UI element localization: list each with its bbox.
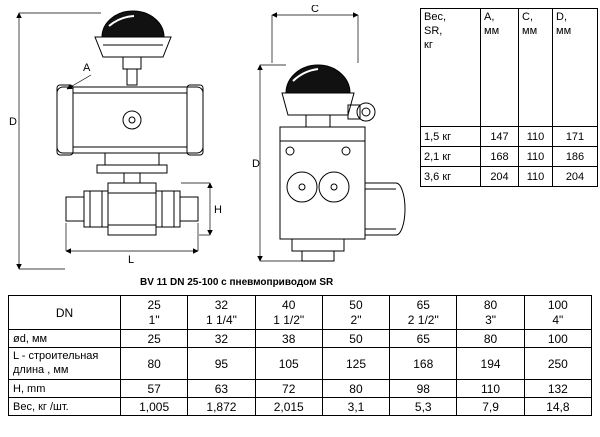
spec-row: 2,1 кг 168 110 186 [420,146,598,167]
bore-row: ød, мм 25 32 38 50 65 80 100 [8,329,593,348]
value-cell: 38 [254,329,323,348]
dim-label-d: D [9,116,17,128]
value-cell: 65 [389,329,458,348]
dimension-d-front-line [257,64,302,262]
value-cell: 2,015 [254,397,323,416]
row-label: H, mm [8,379,121,398]
dn-cell: 50 2" [321,295,391,330]
value-cell: 50 [321,329,391,348]
spec-cell-weight: 2,1 кг [420,146,481,167]
spec-cell-d: 186 [552,146,598,167]
weight-row: Вес, кг /шт. 1,005 1,872 2,015 3,1 5,3 7… [8,397,593,416]
value-cell: 5,3 [389,397,458,416]
value-cell: 32 [187,329,256,348]
dn-cell: 32 1 1/4" [187,295,256,330]
value-cell: 132 [523,379,593,398]
row-label: L - строительная длина , мм [8,347,121,380]
spec-cell-a: 147 [480,126,519,147]
dimension-d-line [16,12,101,270]
dimensions-table: DN 25 1" 32 1 1/4" 40 1 1/2" 50 2" 65 2 … [8,295,593,416]
value-cell: 95 [187,347,256,380]
spec-header-c: C, мм [518,8,553,127]
spec-header-row: Вес, SR, кг A, мм C, мм D, мм [420,8,598,127]
valve-side-view-drawing: D A H L [9,10,222,270]
ball-valve-body [65,182,199,236]
spec-row: 1,5 кг 147 110 171 [420,126,598,147]
dn-row-label: DN [8,295,121,330]
dn-cell: 25 1" [119,295,189,330]
value-cell: 100 [523,329,593,348]
valve-front-view-drawing: C D [252,5,406,262]
spec-header-d: D, мм [552,8,598,127]
value-cell: 25 [119,329,189,348]
spec-cell-weight: 1,5 кг [420,126,481,147]
spec-row: 3,6 кг 204 110 204 [420,166,598,187]
limit-switch-dome [94,10,172,86]
spec-cell-c: 110 [518,146,553,167]
spec-cell-weight: 3,6 кг [420,166,481,187]
dim-label-d-front: D [252,158,260,170]
mounting-bracket [96,153,168,184]
value-cell: 72 [254,379,323,398]
actuator-spec-table: Вес, SR, кг A, мм C, мм D, мм 1,5 кг 147… [420,8,598,187]
dim-label-l: L [128,254,134,266]
value-cell: 98 [389,379,458,398]
value-cell: 57 [119,379,189,398]
value-cell: 63 [187,379,256,398]
value-cell: 1,005 [119,397,189,416]
dimension-h-line [181,182,213,236]
value-cell: 168 [389,347,458,380]
actuator-front-body [279,126,366,240]
spec-header-weight: Вес, SR, кг [420,8,481,127]
dim-label-c: C [311,5,319,15]
spec-cell-a: 204 [480,166,519,187]
value-cell: 7,9 [456,397,525,416]
spec-cell-c: 110 [518,166,553,187]
value-cell: 80 [321,379,391,398]
dn-cell: 100 4" [523,295,593,330]
value-cell: 105 [254,347,323,380]
value-cell: 110 [456,379,525,398]
row-label: Вес, кг /шт. [8,397,121,416]
dn-row: DN 25 1" 32 1 1/4" 40 1 1/2" 50 2" 65 2 … [8,295,593,330]
dimension-a-leader [66,74,92,90]
limit-switch-dome-front [281,64,376,128]
value-cell: 80 [119,347,189,380]
value-cell: 1,872 [187,397,256,416]
value-cell: 125 [321,347,391,380]
dim-label-h: H [214,204,222,216]
row-label: ød, мм [8,329,121,348]
length-row: L - строительная длина , мм 80 95 105 12… [8,347,593,380]
bottom-flange [291,238,345,262]
dn-cell: 65 2 1/2" [389,295,458,330]
height-row: H, mm 57 63 72 80 98 110 132 [8,379,593,398]
side-port-cylinder [365,182,406,236]
pneumatic-actuator [56,84,204,156]
dim-label-a: A [83,62,91,74]
dn-cell: 40 1 1/2" [254,295,323,330]
dn-cell: 80 3" [456,295,525,330]
spec-cell-d: 204 [552,166,598,187]
value-cell: 80 [456,329,525,348]
value-cell: 194 [456,347,525,380]
spec-header-a: A, мм [480,8,519,127]
dimension-c-line [271,12,359,63]
spec-cell-d: 171 [552,126,598,147]
dimension-l-line [65,223,199,254]
value-cell: 14,8 [523,397,593,416]
value-cell: 250 [523,347,593,380]
spec-cell-a: 168 [480,146,519,167]
spec-cell-c: 110 [518,126,553,147]
drawing-caption: BV 11 DN 25-100 с пневмоприводом SR [140,277,334,288]
value-cell: 3,1 [321,397,391,416]
